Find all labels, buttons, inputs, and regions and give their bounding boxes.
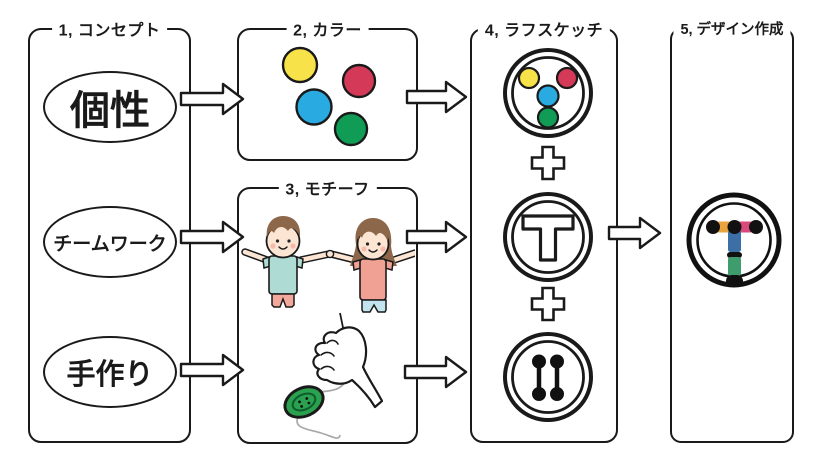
boy-hair [266, 216, 301, 238]
sketch-color-dots-circle [503, 48, 593, 138]
logo-seg-green [728, 257, 741, 276]
color-palette-dots [281, 46, 377, 147]
joined-hands [325, 249, 335, 259]
sketch-dot-green [536, 106, 560, 129]
step-label-color: 2, カラー [286, 16, 369, 41]
fist [312, 326, 384, 409]
plus-icon [530, 145, 566, 181]
concept-box: 1, コンセプト 個性 チームワーク 手作り [28, 16, 191, 443]
palette-dot-blue [295, 88, 333, 126]
green-button [283, 385, 325, 419]
sketch-t-monogram-circle [503, 192, 593, 282]
button-stitches [532, 354, 564, 401]
sketch-dot-red [555, 66, 579, 90]
boy-figure [262, 216, 304, 308]
sketch-dot-blue [536, 84, 560, 108]
final-logo [686, 192, 782, 288]
logo-seg-orange [716, 221, 732, 233]
step-label-sketch: 4, ラフスケッチ [477, 16, 611, 41]
girl-bangs [358, 222, 388, 241]
sketch-dot-yellow [517, 66, 541, 90]
concept-oval-individuality: 個性 [43, 71, 177, 143]
motif-illustrations [241, 216, 415, 439]
step-label-design: 5, デザイン作成 [673, 18, 791, 40]
logo-seg-pink [737, 221, 753, 233]
sketch-icons [503, 48, 593, 422]
design-box: 5, デザイン作成 [670, 18, 794, 443]
sketch-button-holes-circle [503, 332, 593, 422]
children-arms [241, 248, 415, 265]
girl-shirt [359, 258, 387, 301]
concept-text-handmade: 手作り [66, 359, 154, 391]
step-label-motif: 3, モチーフ [278, 175, 377, 200]
girl-pants [361, 299, 387, 313]
boy-shorts [271, 293, 295, 308]
girl-figure [350, 218, 397, 313]
logo-seg-blue [728, 230, 741, 252]
plus-icon [530, 286, 566, 322]
final-logo-badge [686, 192, 782, 288]
boy-shirt [268, 255, 298, 295]
fist-finger-lines [320, 339, 339, 371]
sketch-box: 4, ラフスケッチ [470, 16, 618, 443]
t-outline [521, 214, 575, 262]
step-label-concept: 1, コンセプト [51, 16, 168, 41]
concept-oval-teamwork: チームワーク [43, 206, 177, 278]
palette-dot-yellow [281, 46, 319, 84]
color-box: 2, カラー [237, 16, 418, 161]
concept-oval-handmade: 手作り [43, 336, 177, 408]
palette-dot-red [341, 63, 377, 99]
palette-dot-green [333, 111, 369, 147]
sewing-hand-illustration [283, 312, 384, 439]
children-illustration [241, 216, 415, 313]
concept-text-individuality: 個性 [70, 89, 150, 133]
motif-box: 3, モチーフ [237, 175, 418, 444]
boy-face [270, 239, 296, 250]
girl-face [361, 242, 386, 253]
concept-text-teamwork: チームワーク [53, 233, 167, 255]
